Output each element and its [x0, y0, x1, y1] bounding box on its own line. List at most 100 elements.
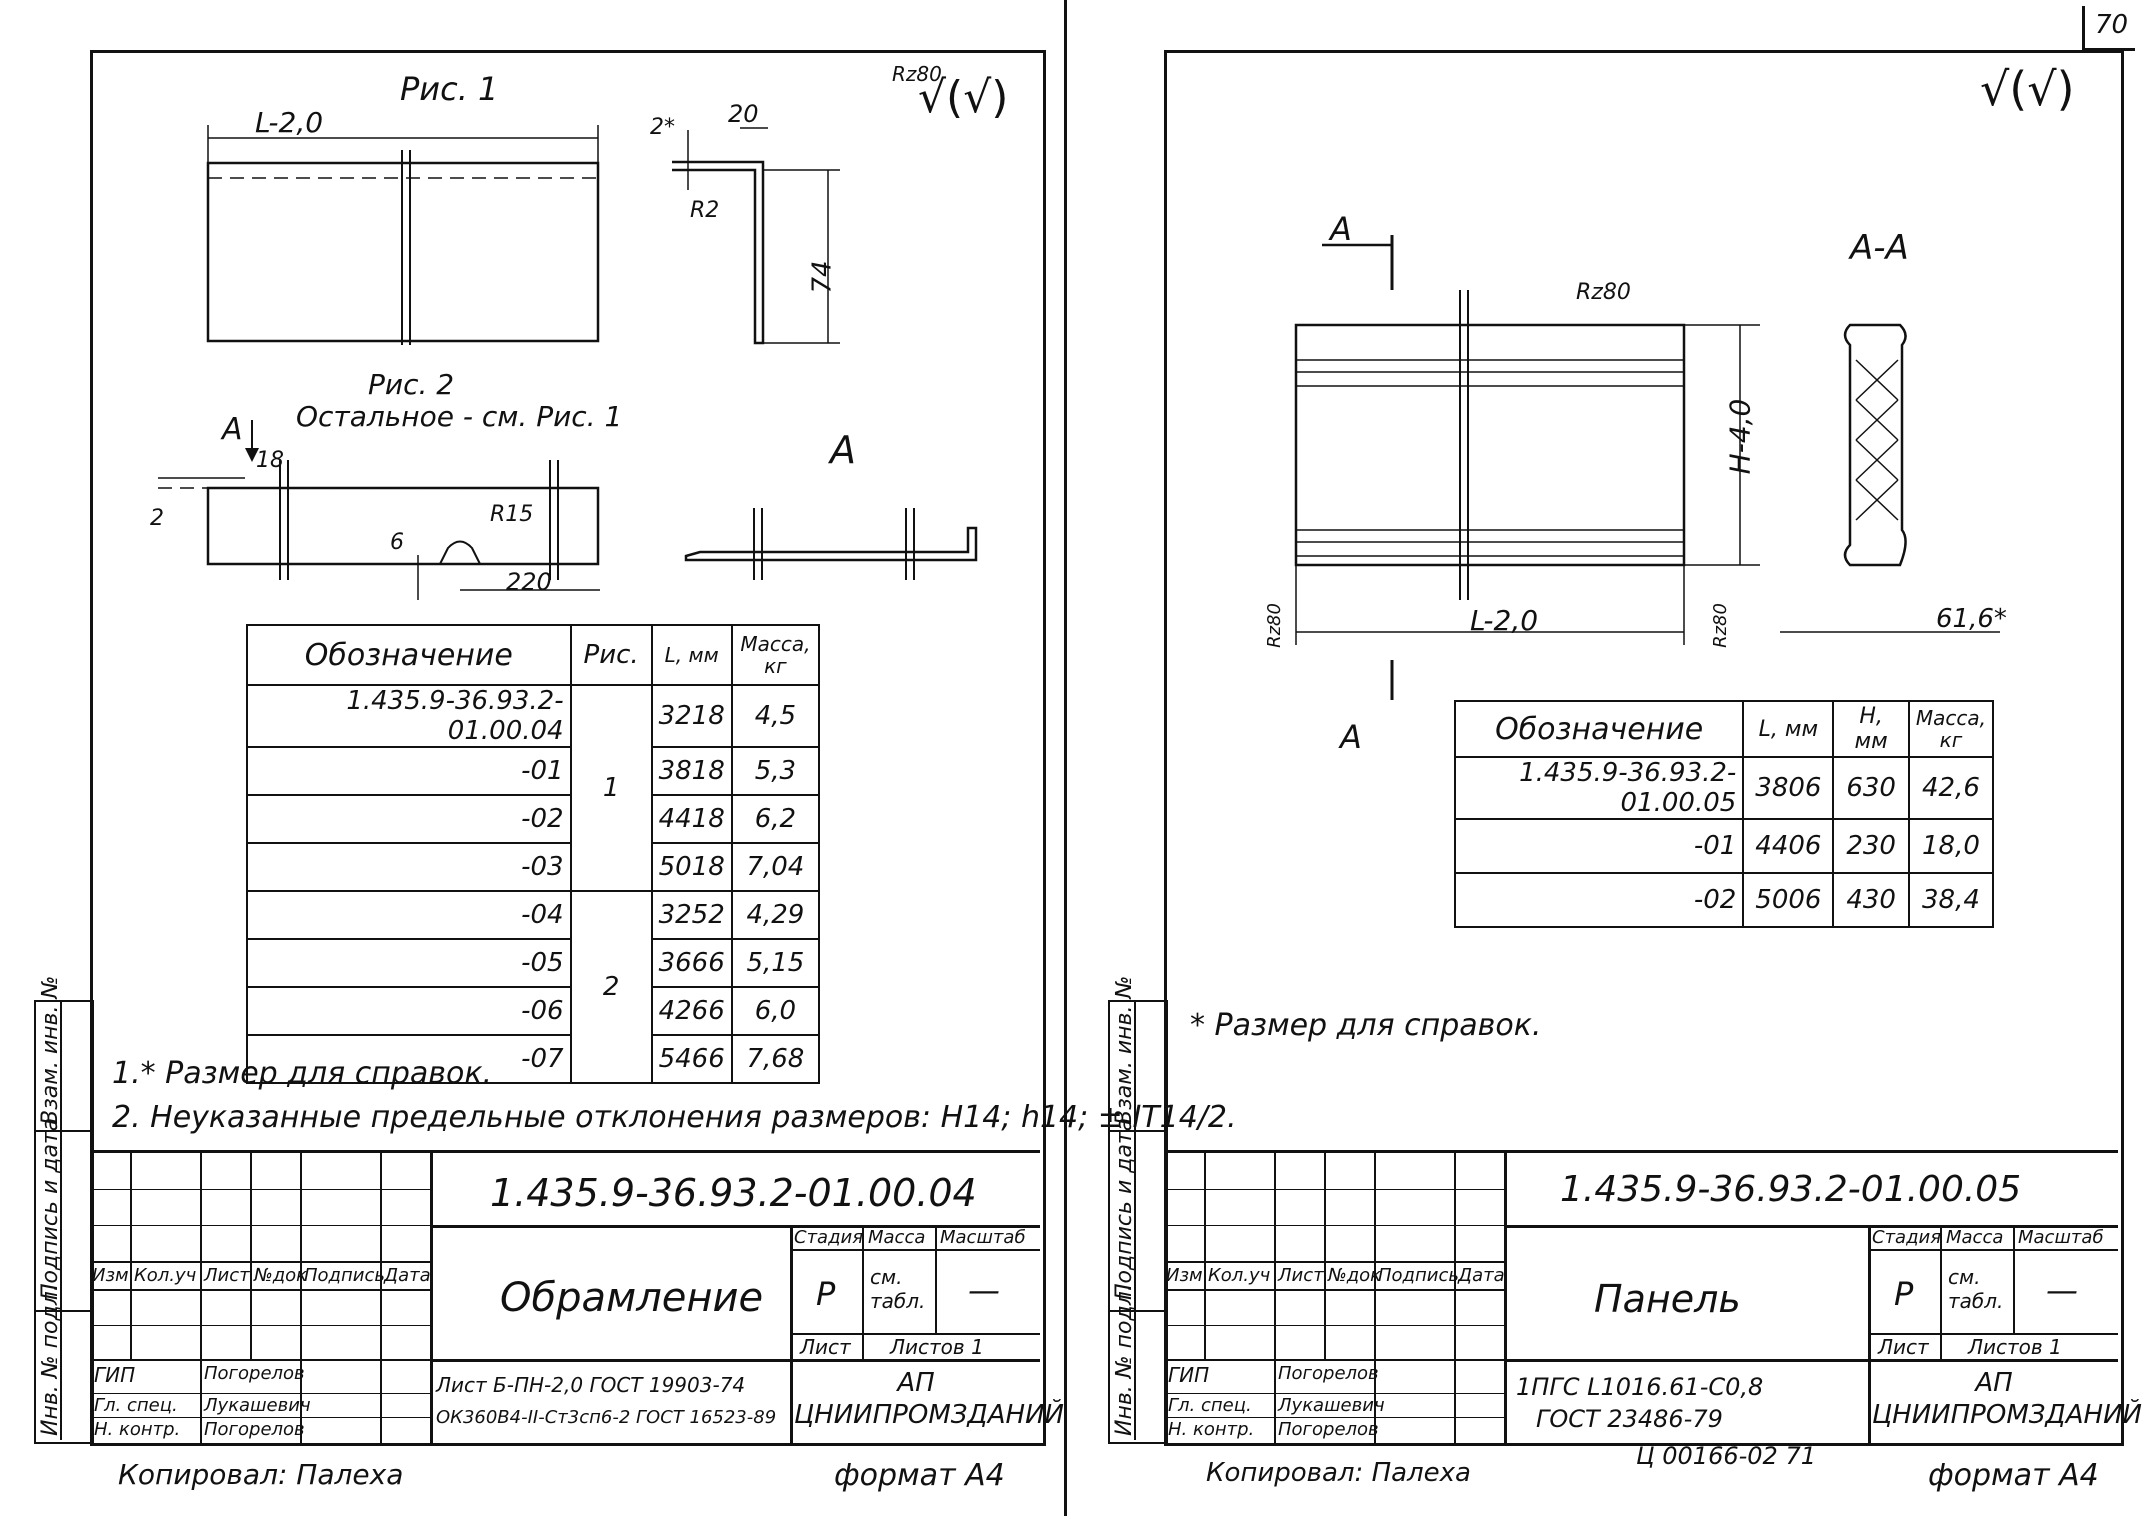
dim-220: 220 [506, 568, 552, 596]
right-spec-table: Обозначение L, мм H, мм Масса, кг 1.435.… [1453, 700, 1995, 928]
tb-line [430, 1359, 1040, 1362]
tb-line [1504, 1153, 1507, 1443]
view-a-part [684, 526, 978, 562]
tb-line [790, 1333, 1040, 1335]
tb-col-doc-r: №док [1328, 1265, 1382, 1286]
cell-mass: 42,6 [1907, 756, 1995, 820]
th-L: L, мм [650, 624, 733, 686]
left-drawings [158, 125, 978, 600]
left-scale: — [968, 1271, 1000, 1309]
th-designation: Обозначение [246, 624, 572, 686]
right-note: * Размер для справок. [1190, 1008, 1542, 1043]
left-spec-table: Обозначение Рис. L, мм Масса, кг 1.435.9… [246, 624, 821, 1084]
tb-col-izm: Изм [92, 1265, 129, 1286]
tb-line [1164, 1359, 1504, 1361]
right-org: АП ЦНИИПРОМЗДАНИЙ [1872, 1368, 2142, 1430]
right-material-1: 1ПГС L1016.61-С0,8 [1516, 1373, 1764, 1401]
tb-role-contr-r: Н. контр. [1168, 1419, 1255, 1440]
tb-line [1374, 1153, 1376, 1443]
left-note-2: 2. Неуказанные предельные отклонения раз… [112, 1100, 1237, 1135]
right-stage-h: Стадия [1872, 1227, 1942, 1248]
tb-line [200, 1153, 202, 1443]
tb-col-list-r: Лист [1278, 1265, 1324, 1286]
dim-R2: R2 [690, 198, 720, 223]
strip-line [34, 1130, 90, 1132]
tb-line [1164, 1325, 1504, 1326]
tb-line [90, 1289, 430, 1291]
tb-line [1204, 1153, 1206, 1359]
th-mass-r: Масса, кг [1907, 700, 1995, 758]
strip-line [1108, 1310, 1164, 1312]
cell-L: 5018 [650, 842, 733, 892]
tb-person-3: Погорелов [204, 1419, 305, 1440]
cell-des: -01 [1453, 818, 1745, 874]
dim-20: 20 [728, 100, 759, 128]
cell-mass: 6,2 [730, 794, 821, 844]
cell-des: -01 [246, 746, 572, 796]
tb-person-2: Лукашевич [204, 1395, 311, 1416]
tb-line [1164, 1261, 1504, 1263]
fig2-label: Рис. 2 [368, 368, 455, 401]
tb-line [1868, 1249, 2118, 1251]
fig2-note: Остальное - см. Рис. 1 [296, 400, 623, 433]
th-designation-r: Обозначение [1453, 700, 1745, 758]
dim-18: 18 [256, 448, 284, 473]
tb-line [862, 1225, 864, 1359]
th-fig: Рис. [569, 624, 653, 686]
cell-H: 630 [1832, 756, 1910, 820]
cell-des: -06 [246, 986, 572, 1036]
left-binding-strip [34, 1000, 94, 1444]
tb-line [90, 1325, 430, 1326]
table-row: -01 3818 5,3 [246, 746, 821, 796]
left-org: АП ЦНИИПРОМЗДАНИЙ [794, 1368, 1064, 1430]
cut-A-bottom: A [1340, 718, 1362, 756]
cell-des: 1.435.9-36.93.2-01.00.04 [246, 684, 572, 748]
table-row: -03 5018 7,04 [246, 842, 821, 892]
right-doc-name: Панель [1594, 1277, 1741, 1321]
left-format: формат А4 [834, 1458, 1005, 1493]
left-scale-h: Масштаб [940, 1227, 1026, 1248]
cell-des: -03 [246, 842, 572, 892]
left-sheet-frame [90, 50, 1046, 1446]
roughness-mark-left: √(√) [918, 72, 1009, 123]
cell-mass: 7,68 [730, 1034, 821, 1084]
tb-line [1454, 1153, 1456, 1443]
right-scale: — [2046, 1271, 2078, 1309]
cell-L: 4266 [650, 986, 733, 1036]
tb-line [250, 1153, 252, 1359]
cell-L: 5466 [650, 1034, 733, 1084]
view-A-label: A [830, 428, 856, 472]
right-sheet-frame [1164, 50, 2124, 1446]
cut-A-top: A [1330, 210, 1352, 248]
cell-L: 4418 [650, 794, 733, 844]
cell-H: 230 [1832, 818, 1910, 874]
tb-line [90, 1393, 430, 1394]
left-note-1: 1.* Размер для справок. [112, 1056, 492, 1091]
right-mass-h: Масса [1946, 1227, 2004, 1248]
table-row: -06 4266 6,0 [246, 986, 821, 1036]
page-number: 70 [2095, 10, 2129, 40]
tb-col-kol: Кол.уч [134, 1265, 197, 1286]
tb-line [1164, 1189, 1504, 1190]
tb-role-gip: ГИП [94, 1363, 136, 1387]
cell-des: 1.435.9-36.93.2-01.00.05 [1453, 756, 1745, 820]
tb-role-contr: Н. контр. [94, 1419, 181, 1440]
th-mass: Масса, кг [730, 624, 821, 686]
cell-mass: 18,0 [1907, 818, 1995, 874]
th-L-r: L, мм [1742, 700, 1835, 758]
cell-mass: 6,0 [730, 986, 821, 1036]
cell-L: 5006 [1742, 872, 1835, 928]
dim-61-6: 61,6* [1936, 604, 2007, 634]
tb-line [1868, 1333, 2118, 1335]
dim-H: H-4,0 [1723, 398, 1757, 475]
left-material-2: ОК360В4-II-Ст3сп6-2 ГОСТ 16523-89 [436, 1407, 777, 1428]
cell-L: 4406 [1742, 818, 1835, 874]
table-row: 1.435.9-36.93.2-01.00.05 3806 630 42,6 [1453, 756, 1995, 820]
right-title-block: Изм Кол.уч Лист №док Подпись Дата ГИП Гл… [1164, 1150, 2142, 1443]
right-copied: Копировал: Палеха [1206, 1458, 1471, 1488]
tb-line [300, 1153, 302, 1443]
dim-2star: 2* [650, 115, 675, 140]
tb-line [90, 1189, 430, 1190]
tb-person-1: Погорелов [204, 1363, 305, 1384]
